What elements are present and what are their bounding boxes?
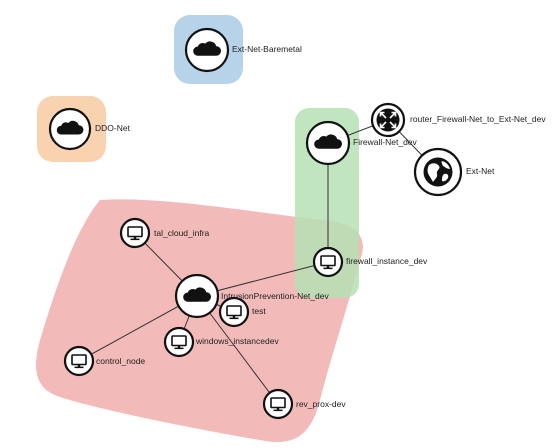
router-arrows-icon <box>376 108 400 132</box>
label-control-node: control_node <box>96 356 146 366</box>
node-router[interactable] <box>370 102 406 138</box>
zone-intrusion-prevention-net <box>36 199 363 442</box>
label-ddo-net: DDO-Net <box>95 123 130 133</box>
link-ips-net-to-rev-prox <box>196 295 279 405</box>
label-windows-instancedev: windows_instancedev <box>196 336 279 346</box>
node-tal-cloud-infra[interactable] <box>119 217 151 249</box>
node-test[interactable] <box>218 296 250 328</box>
node-ddo-net[interactable] <box>48 107 92 151</box>
label-intrusion-prevention-net: IntrusionPrevention-Net_dev <box>221 291 329 301</box>
node-ext-net-baremetal[interactable] <box>184 27 230 73</box>
label-ext-net-baremetal: Ext-Net-Baremetal <box>232 44 302 54</box>
label-firewall-instance: firewall_instance_dev <box>346 256 428 266</box>
node-windows-instancedev[interactable] <box>163 326 195 358</box>
link-ips-net-to-firewall-instance <box>196 261 329 297</box>
node-firewall-instance[interactable] <box>312 246 344 278</box>
label-ext-net: Ext-Net <box>466 166 495 176</box>
label-router: router_Firewall-Net_to_Ext-Net_dev <box>410 114 546 124</box>
node-intrusion-prevention-net[interactable] <box>174 273 220 319</box>
node-rev-prox-dev[interactable] <box>262 388 294 420</box>
label-test: test <box>252 306 266 316</box>
label-firewall-net: Firewall-Net_dev <box>353 137 417 147</box>
node-ext-net[interactable] <box>413 147 463 197</box>
node-firewall-net[interactable] <box>305 120 351 166</box>
node-control-node[interactable] <box>63 345 95 377</box>
label-tal-cloud-infra: tal_cloud_infra <box>154 228 210 238</box>
label-rev-prox-dev: rev_prox-dev <box>296 399 346 409</box>
globe-icon <box>423 157 453 187</box>
link-ips-net-to-control-node <box>78 295 198 362</box>
